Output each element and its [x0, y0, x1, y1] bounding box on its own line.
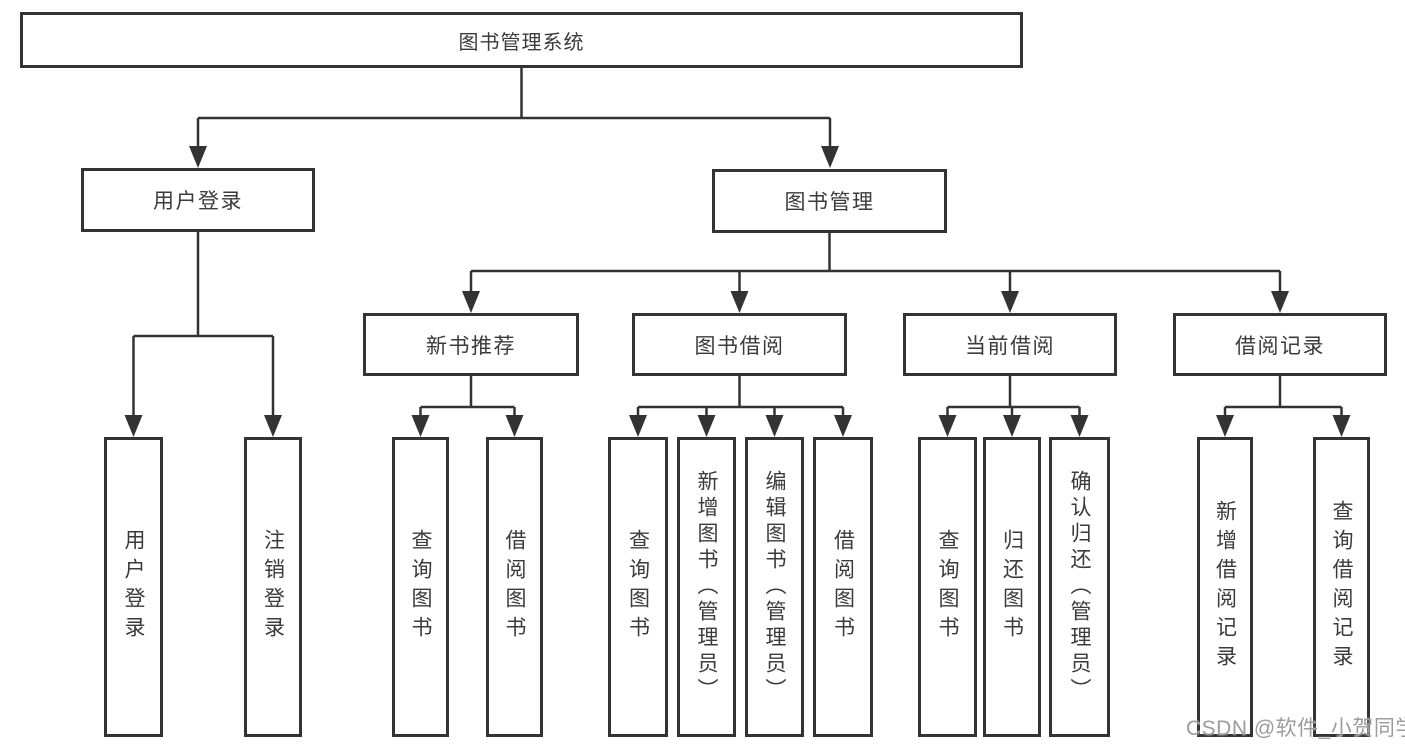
- leaf-recommend-query-books: 查询图书: [392, 437, 449, 737]
- node-current-borrowing: 当前借阅: [903, 313, 1117, 376]
- node-book-borrowing-label: 图书借阅: [694, 334, 785, 358]
- leaf-borrowing-borrow-books-label: 借阅图书: [831, 529, 855, 645]
- leaf-borrowing-add-books-label: 新增图书（管理员）: [695, 470, 718, 704]
- leaf-recommend-borrow-books: 借阅图书: [486, 437, 543, 737]
- leaf-user-login: 用户登录: [104, 437, 163, 737]
- node-new-book-recommend: 新书推荐: [363, 313, 579, 376]
- leaf-borrowing-query-books-label: 查询图书: [626, 529, 650, 645]
- node-user-login-label: 用户登录: [153, 190, 243, 213]
- csdn-watermark: CSDN @软件_小贺同学: [1186, 717, 1405, 740]
- leaf-recommend-query-books-label: 查询图书: [409, 529, 432, 645]
- leaf-records-add-record: 新增借阅记录: [1197, 437, 1253, 737]
- node-root-system-label: 图书管理系统: [458, 31, 585, 54]
- leaf-current-query-books: 查询图书: [918, 437, 977, 737]
- leaf-records-add-record-label: 新增借阅记录: [1213, 500, 1237, 674]
- leaf-records-query-record-label: 查询借阅记录: [1330, 500, 1353, 674]
- leaf-current-return-books-label: 归还图书: [1000, 529, 1024, 645]
- leaf-borrowing-query-books: 查询图书: [608, 437, 668, 737]
- node-new-book-recommend-label: 新书推荐: [426, 334, 516, 358]
- node-root-system: 图书管理系统: [20, 12, 1023, 68]
- leaf-current-query-books-label: 查询图书: [936, 529, 959, 645]
- leaf-records-query-record: 查询借阅记录: [1313, 437, 1370, 737]
- node-user-login: 用户登录: [81, 168, 315, 232]
- leaf-logout: 注销登录: [244, 437, 302, 737]
- leaf-logout-label: 注销登录: [261, 529, 285, 645]
- leaf-recommend-borrow-books-label: 借阅图书: [503, 529, 526, 645]
- node-borrowing-records: 借阅记录: [1173, 313, 1387, 376]
- leaf-current-return-books: 归还图书: [983, 437, 1041, 737]
- node-borrowing-records-label: 借阅记录: [1235, 334, 1325, 358]
- node-book-management: 图书管理: [712, 169, 947, 233]
- leaf-user-login-label: 用户登录: [122, 529, 145, 645]
- node-book-borrowing: 图书借阅: [632, 313, 847, 376]
- leaf-borrowing-edit-books: 编辑图书（管理员）: [745, 437, 804, 737]
- leaf-current-confirm-return: 确认归还（管理员）: [1049, 437, 1110, 737]
- node-current-borrowing-label: 当前借阅: [965, 334, 1055, 358]
- leaf-borrowing-edit-books-label: 编辑图书（管理员）: [763, 470, 786, 704]
- leaf-current-confirm-return-label: 确认归还（管理员）: [1068, 470, 1091, 704]
- node-book-management-label: 图书管理: [784, 191, 875, 214]
- leaf-borrowing-add-books: 新增图书（管理员）: [677, 437, 736, 737]
- leaf-borrowing-borrow-books: 借阅图书: [813, 437, 873, 737]
